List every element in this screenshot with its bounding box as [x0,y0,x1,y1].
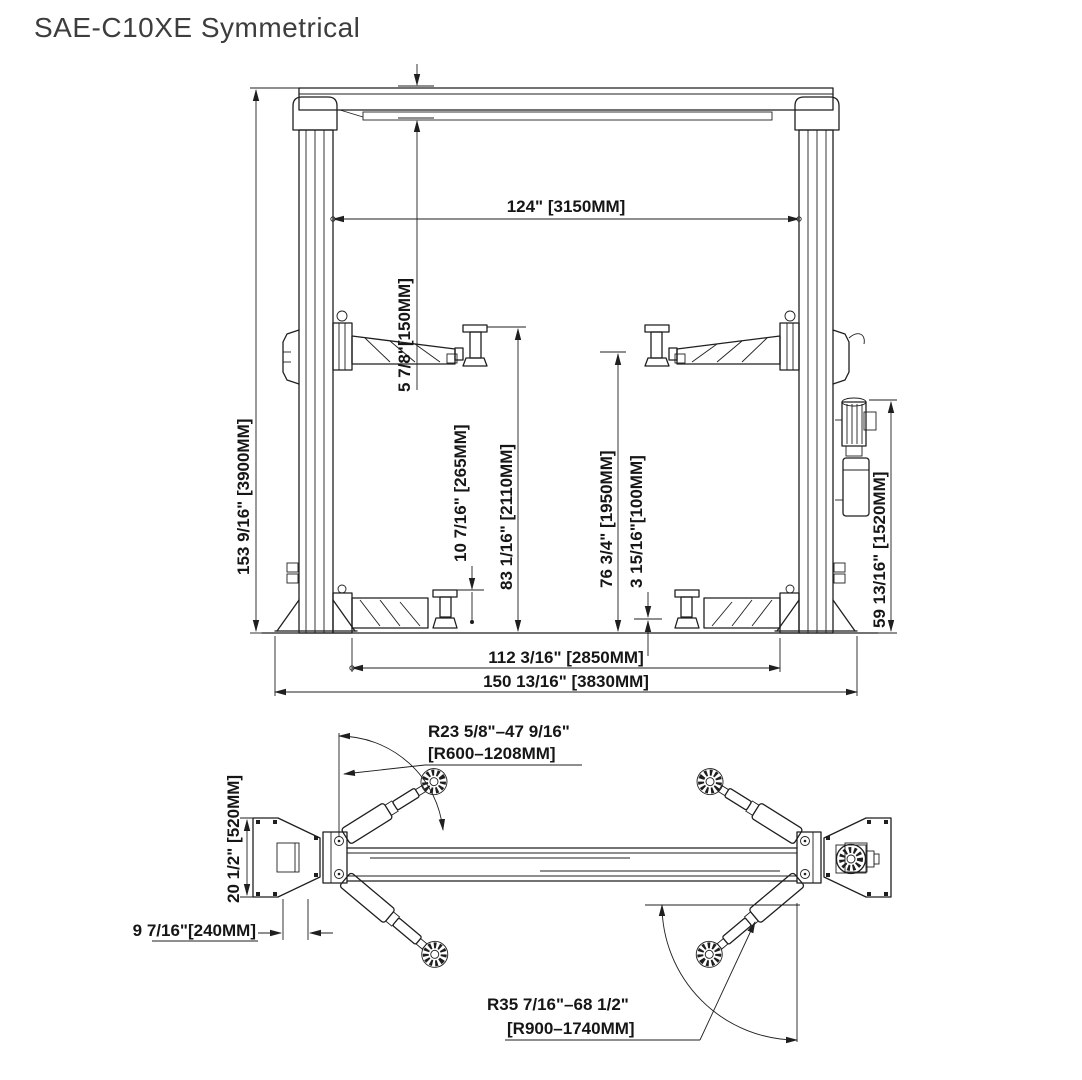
dim-min-arm-height-label: 3 15/16"[100MM] [627,455,646,588]
dim-base-plate-width-label: 9 7/16"[240MM] [133,921,256,940]
left-rear-swing-arm [339,872,449,968]
dim-base-plate-width: 9 7/16"[240MM] [133,899,333,942]
left-rear-arm-pivot [334,869,344,879]
left-post-side-bracket [282,329,300,385]
dim-max-lift-height: 83 1/16" [2110MM] [487,326,526,632]
left-upper-arm-raised [332,310,488,371]
dim-inner-base-width: 112 3/16" [2850MM] [349,638,781,672]
left-front-arm-pivot [334,836,344,846]
dim-beam-height-label: 5 7/8"[150MM] [395,278,414,392]
dim-clear-width: 124" [3150MM] [330,197,802,223]
right-front-swing-arm [696,768,803,844]
plan-dimensions: R23 5/8"–47 9/16" [R600–1208MM] 20 1/2" … [133,722,756,1041]
dim-base-plate-depth-label: 20 1/2" [520MM] [224,775,243,903]
top-crossbeam [298,87,834,121]
left-upper-arm-link [454,347,464,361]
dim-beam-height: 5 7/8"[150MM] [395,64,434,392]
power-unit [835,397,877,517]
dim-overall-base-width-label: 150 13/16" [3830MM] [483,672,649,691]
plan-right-column [695,768,892,968]
dim-base-plate-depth: 20 1/2" [520MM] [224,775,258,903]
dim-max-lift-height-label: 83 1/16" [2110MM] [497,444,516,590]
dim-clearance-height-label: 76 3/4" [1950MM] [597,450,616,588]
dim-clearance-height: 76 3/4" [1950MM] [597,351,626,632]
right-arm-carriage [796,831,822,884]
left-post [274,129,358,634]
drawing-title: SAE-C10XE Symmetrical [34,12,361,43]
dim-min-pad-height: 10 7/16" [265MM] [451,424,484,624]
motor-fan [835,843,867,875]
plan-left-column [252,768,449,968]
dim-overall-height: 153 9/16" [3900MM] [234,87,299,634]
oil-tank [842,457,870,517]
dim-power-unit-height-label: 59 13/16" [1520MM] [870,472,889,628]
dim-front-arm-reach-mm-label: [R600–1208MM] [428,744,556,763]
right-post-cap [794,96,840,131]
right-upper-arm-raised [644,310,800,371]
right-lower-arm-pad [674,589,700,629]
right-rear-arm-pad [695,940,723,968]
dim-front-arm-reach: R23 5/8"–47 9/16" [R600–1208MM] [343,722,582,776]
right-base-plate [823,817,892,898]
right-front-arm-pad [696,768,724,796]
front-elevation-view: 5 7/8"[150MM] 124" [3150MM] 153 9/16" [3… [234,64,897,696]
plan-motor-unit [835,843,880,875]
right-post [774,129,865,634]
motor-junction-box [863,411,877,431]
right-upper-arm-link [668,347,678,361]
plan-view: R23 5/8"–47 9/16" [R600–1208MM] 20 1/2" … [133,722,892,1044]
plan-floor-beam [346,847,798,882]
pump-coupling [845,445,863,457]
dim-overall-height-label: 153 9/16" [3900MM] [234,419,253,575]
rear-arm-swing-arc [658,904,798,1044]
left-post-cap [292,96,338,131]
dim-power-unit-height: 59 13/16" [1520MM] [869,399,897,634]
dim-rear-arm-reach: R35 7/16"–68 1/2" [R900–1740MM] [487,921,756,1041]
right-rear-arm-pivot [800,869,810,879]
left-front-swing-arm [341,768,448,844]
dim-overall-base-width: 150 13/16" [3830MM] [274,636,858,696]
left-rear-arm-pad [421,940,449,968]
dim-rear-arm-reach-mm-label: [R900–1740MM] [507,1019,635,1038]
right-post-side-bracket [832,329,850,385]
dim-min-arm-height: 3 15/16"[100MM] [627,455,662,656]
left-column-section [276,842,300,873]
left-upper-arm-pad [462,324,488,367]
front-dimensions: 5 7/8"[150MM] 124" [3150MM] 153 9/16" [3… [234,64,897,696]
dim-inner-base-width-label: 112 3/16" [2850MM] [488,648,643,667]
right-rear-swing-arm [695,872,805,968]
right-upper-arm-pad [644,324,670,367]
dim-front-arm-reach-in-label: R23 5/8"–47 9/16" [428,722,570,741]
swing-arcs [338,732,800,1044]
front-arm-swing-arc [338,732,446,831]
left-base-plate [252,817,321,898]
left-arm-carriage [322,831,348,884]
left-lower-arm-lowered [332,584,458,634]
right-lower-arm-lowered [674,584,800,634]
dim-rear-arm-reach-in-label: R35 7/16"–68 1/2" [487,995,629,1014]
left-lower-arm-pad [432,589,458,629]
right-front-arm-pivot [800,836,810,846]
dim-clear-width-label: 124" [3150MM] [507,197,626,216]
dim-min-pad-height-label: 10 7/16" [265MM] [451,424,470,562]
